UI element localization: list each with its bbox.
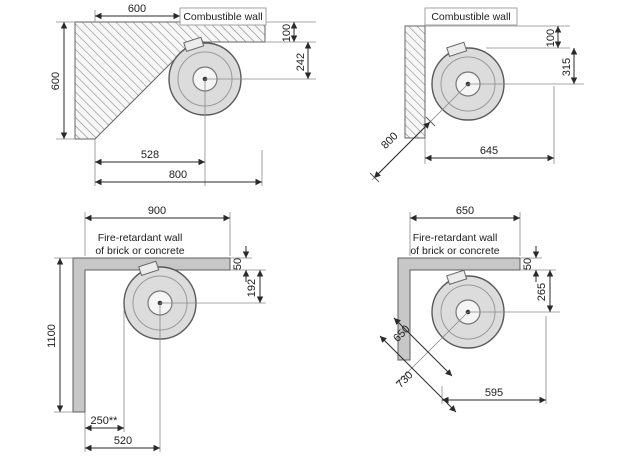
dim-label-thickness: 100 [281, 24, 293, 42]
dim-label-top: 900 [148, 205, 166, 217]
wall-label-box [179, 7, 267, 26]
diagram-fire-retardant-side: Fire-retardant wall of brick or concrete… [379, 205, 560, 413]
dim-label-left-height: 1100 [46, 324, 58, 348]
dim-label-top: 600 [128, 3, 146, 15]
dim-label-to-center-h: 520 [114, 435, 132, 447]
wall-label-line2: of brick or concrete [410, 245, 499, 257]
dimension-lines [369, 25, 578, 183]
dimension-lines [54, 212, 266, 452]
reference-lines [159, 302, 266, 452]
dim-label-to-center-h: 528 [141, 149, 159, 161]
wall-label-line2: of brick or concrete [95, 245, 184, 257]
reference-lines [204, 78, 316, 186]
dimension-lines [379, 212, 556, 413]
wall-label-line1: Fire-retardant wall [98, 232, 183, 244]
dim-label-thickness: 50 [522, 258, 534, 270]
wall-label: Combustible wall [431, 11, 510, 23]
diagram-combustible-side: Combustible wall 100 315 800 645 [369, 7, 584, 183]
dim-label-top: 650 [456, 205, 474, 217]
diagram-fire-retardant-corner: Fire-retardant wall of brick or concrete… [46, 205, 266, 452]
dim-label-diagonal: 800 [379, 130, 400, 151]
diagram-combustible-corner: Combustible wall 600 100 242 600 528 800 [50, 3, 316, 186]
dim-label-thickness: 50 [232, 258, 244, 270]
dim-label-thickness: 100 [545, 29, 557, 47]
dim-label-total-h: 800 [169, 169, 187, 181]
combustible-wall-side [404, 25, 426, 139]
dim-label-to-center-v: 242 [295, 53, 307, 71]
dim-label-diag-outer: 730 [394, 369, 415, 390]
wall-label-box [424, 7, 518, 26]
dim-label-to-center-v: 315 [561, 58, 573, 76]
dim-label-to-edge: 250** [91, 415, 119, 427]
dim-label-left-height: 600 [50, 72, 62, 90]
dim-label-bottom: 595 [485, 387, 503, 399]
stove [431, 269, 505, 349]
dim-label-to-center-v: 265 [536, 283, 548, 301]
dim-label-to-center-v: 192 [246, 279, 258, 297]
wall-label: Combustible wall [183, 11, 262, 23]
stove [431, 41, 505, 121]
dim-label-bottom: 645 [480, 145, 498, 157]
wall-label-line1: Fire-retardant wall [413, 232, 498, 244]
